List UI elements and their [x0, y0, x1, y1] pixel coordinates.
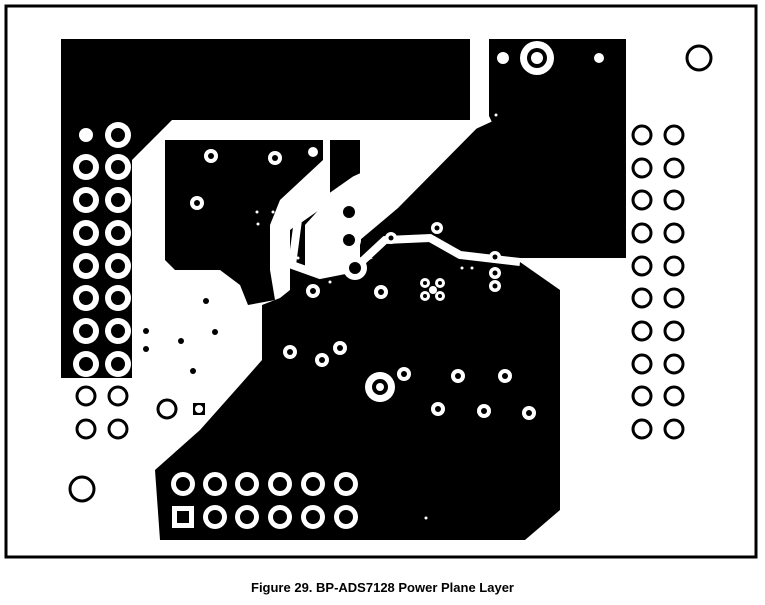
- left-pour-vias: [139, 293, 252, 378]
- upper-right-vias: [446, 41, 604, 117]
- header-left-pins: [73, 122, 131, 440]
- plane-split-channel: [287, 114, 521, 280]
- inner-left-vias: [190, 147, 318, 228]
- copper-pour-left: [61, 39, 470, 378]
- central-vias: [283, 200, 536, 420]
- pcb-power-plane-drawing: [4, 4, 758, 559]
- copper-pour-inner-left: [165, 140, 323, 305]
- copper-pour-main: [155, 140, 560, 540]
- figure-caption: Figure 29. BP-ADS7128 Power Plane Layer: [251, 580, 514, 595]
- mounting-holes: [68, 44, 713, 503]
- ic-footprint-cluster: [420, 251, 501, 301]
- copper-pour-upper-right: [360, 39, 626, 258]
- header-bottom-pins: [171, 472, 428, 529]
- header-right-pins: [631, 124, 685, 440]
- two-pin-connector: [156, 398, 209, 420]
